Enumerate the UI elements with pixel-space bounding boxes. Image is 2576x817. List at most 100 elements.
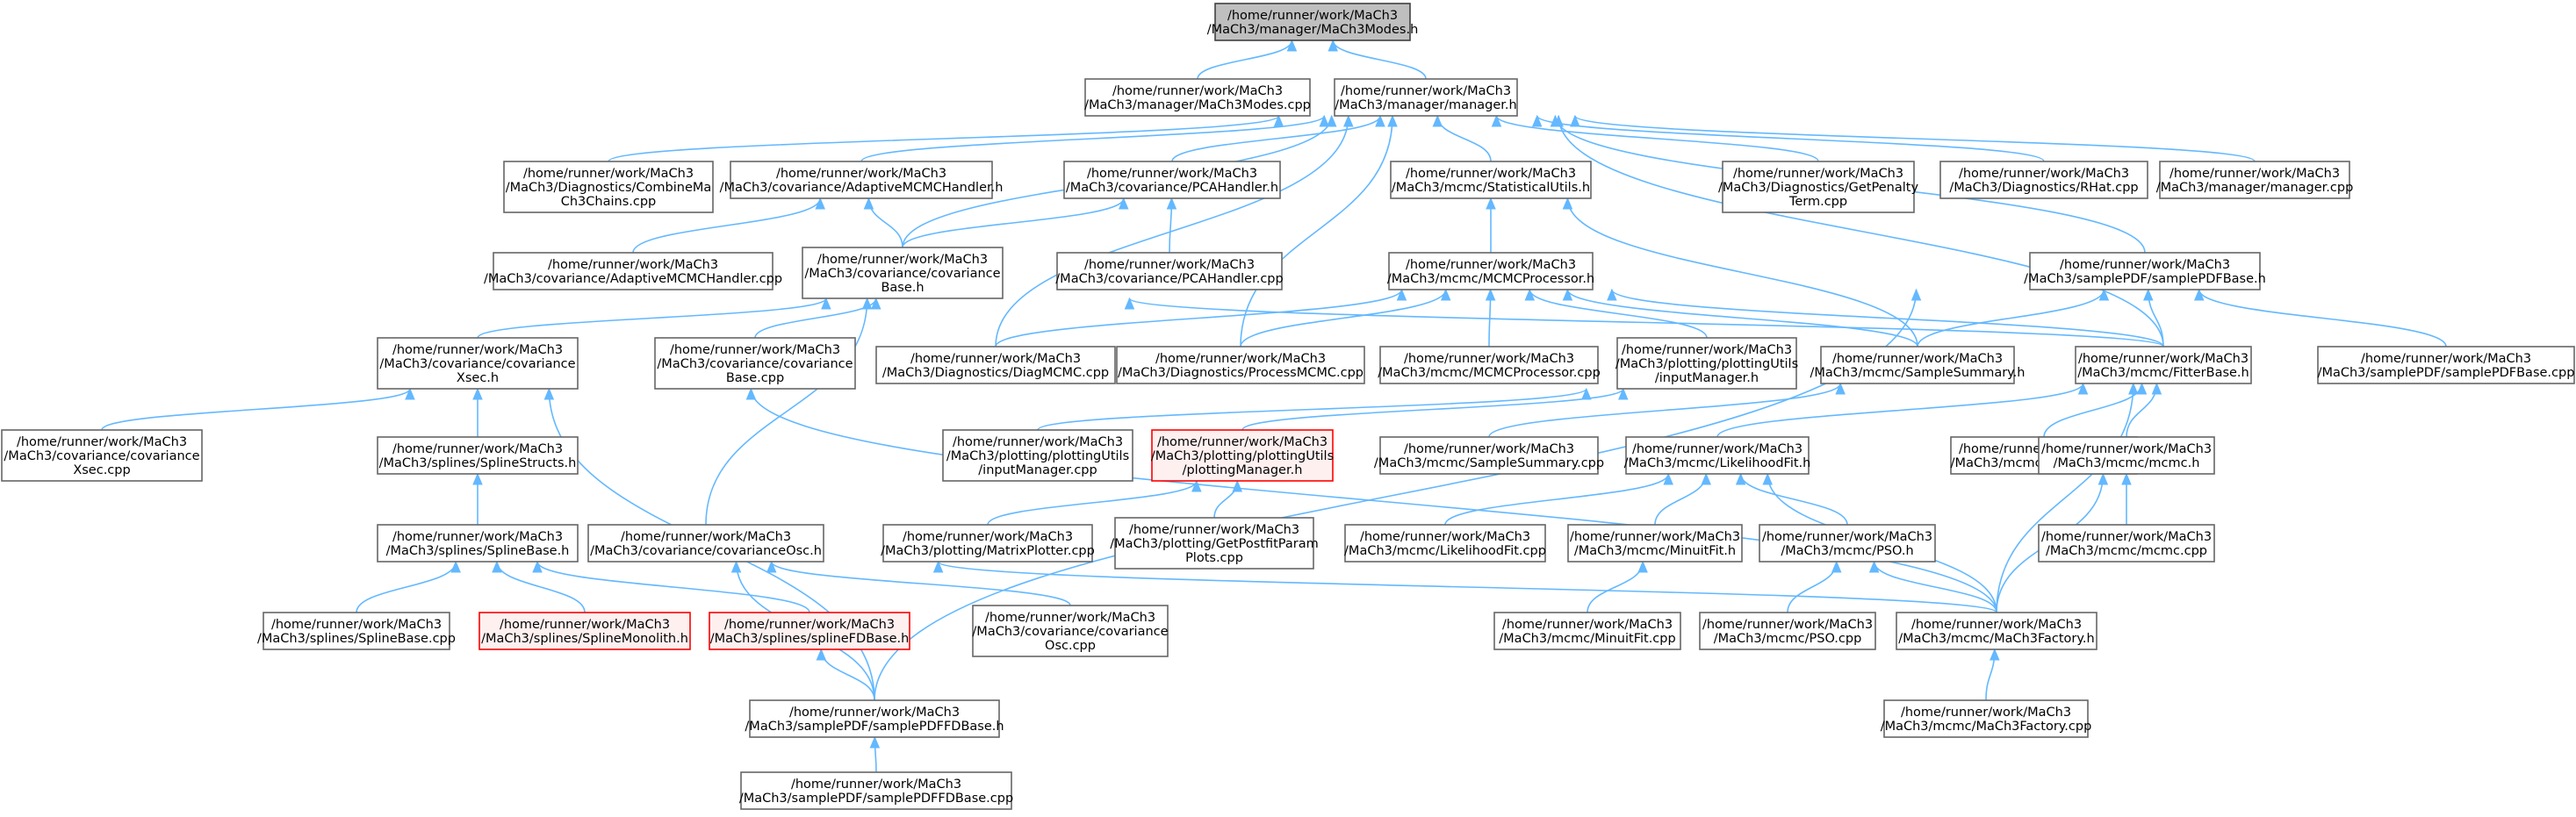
edge-line xyxy=(705,297,868,526)
graph-node-xsec-h[interactable]: /home/runner/work/MaCh3/MaCh3/covariance… xyxy=(377,337,579,390)
graph-node-samplesum-cpp[interactable]: /home/runner/work/MaCh3/MaCh3/mcmc/Sampl… xyxy=(1374,436,1604,475)
graph-node-fdbase-cpp[interactable]: /home/runner/work/MaCh3/MaCh3/samplePDF/… xyxy=(739,771,1013,810)
node-label-line: Osc.cpp xyxy=(1045,639,1096,653)
node-label-line: /home/runner/work/MaCh3 xyxy=(791,778,961,792)
graph-edge xyxy=(1735,472,1848,526)
graph-node-adaptive-h[interactable]: /home/runner/work/MaCh3/MaCh3/covariance… xyxy=(720,161,1004,199)
graph-node-xsec-cpp[interactable]: /home/runner/work/MaCh3/MaCh3/covariance… xyxy=(1,429,203,482)
graph-node-pca-h[interactable]: /home/runner/work/MaCh3/MaCh3/covariance… xyxy=(1063,161,1281,199)
graph-node-splinestruct-h[interactable]: /home/runner/work/MaCh3/MaCh3/splines/Sp… xyxy=(377,436,579,475)
node-label-line: /home/runner/work/MaCh3 xyxy=(1911,618,2082,632)
graph-node-samplepdf-h[interactable]: /home/runner/work/MaCh3/MaCh3/samplePDF/… xyxy=(2024,252,2266,290)
edge-arrowhead xyxy=(1343,114,1354,127)
node-label-line: /MaCh3/covariance/covariance xyxy=(379,357,575,371)
edge-line xyxy=(1587,561,1644,613)
node-box xyxy=(493,252,774,290)
graph-edge xyxy=(1488,382,1846,438)
edge-arrowhead xyxy=(1618,387,1629,400)
graph-edge xyxy=(1562,197,1918,348)
edge-arrowhead xyxy=(1432,114,1443,127)
edge-line xyxy=(902,197,1125,248)
edge-line xyxy=(1128,297,2164,348)
graph-node-diag-cpp[interactable]: /home/runner/work/MaCh3/MaCh3/Diagnostic… xyxy=(875,346,1116,384)
edge-line xyxy=(987,480,1198,526)
graph-node-osc-cpp[interactable]: /home/runner/work/MaCh3/MaCh3/covariance… xyxy=(972,605,1169,657)
node-box xyxy=(2038,436,2215,475)
graph-node-factory-cpp[interactable]: /home/runner/work/MaCh3/MaCh3/mcmc/MaCh3… xyxy=(1881,699,2092,738)
node-box xyxy=(1379,346,1599,384)
edge-arrowhead xyxy=(2128,382,2139,395)
graph-node-osc-h[interactable]: /home/runner/work/MaCh3/MaCh3/covariance… xyxy=(587,524,824,563)
graph-edge xyxy=(1486,197,1496,254)
graph-node-procmcmc-cpp[interactable]: /home/runner/work/MaCh3/MaCh3/Diagnostic… xyxy=(1116,346,1365,384)
node-label-line: /inputManager.cpp xyxy=(978,463,1097,477)
graph-node-inputmgr-cpp[interactable]: /home/runner/work/MaCh3/MaCh3/plotting/p… xyxy=(942,429,1133,482)
node-box xyxy=(377,436,579,475)
graph-node-samplepdf-cpp[interactable]: /home/runner/work/MaCh3/MaCh3/samplePDF/… xyxy=(2317,346,2575,384)
graph-node-stat-h[interactable]: /home/runner/work/MaCh3/MaCh3/mcmc/Stati… xyxy=(1390,161,1592,199)
graph-node-manager-cpp[interactable]: /home/runner/work/MaCh3/MaCh3/manager/ma… xyxy=(2156,161,2354,199)
graph-node-adaptive-cpp[interactable]: /home/runner/work/MaCh3/MaCh3/covariance… xyxy=(484,252,782,290)
graph-node-covbase-h[interactable]: /home/runner/work/MaCh3/MaCh3/covariance… xyxy=(802,247,1004,299)
node-label-line: /MaCh3/samplePDF/samplePDFBase.cpp xyxy=(2318,366,2575,380)
graph-node-manager-h[interactable]: /home/runner/work/MaCh3/MaCh3/manager/ma… xyxy=(1334,78,1518,117)
graph-node-minuit-cpp[interactable]: /home/runner/work/MaCh3/MaCh3/mcmc/Minui… xyxy=(1493,612,1681,650)
node-box xyxy=(1493,612,1681,650)
edge-arrowhead xyxy=(861,297,873,310)
graph-node-rhat-cpp[interactable]: /home/runner/work/MaCh3/MaCh3/Diagnostic… xyxy=(1939,161,2148,199)
edge-arrowhead xyxy=(1868,560,1880,573)
node-label-line: /MaCh3/mcmc/MinuitFit.cpp xyxy=(1499,632,1675,646)
graph-node-mcmc-cpp[interactable]: /home/runner/work/MaCh3/MaCh3/mcmc/mcmc.… xyxy=(2038,524,2215,563)
graph-node-splinebase-h[interactable]: /home/runner/work/MaCh3/MaCh3/splines/Sp… xyxy=(377,524,579,563)
edge-line xyxy=(1488,383,1841,438)
graph-node-likelihood-h[interactable]: /home/runner/work/MaCh3/MaCh3/mcmc/Likel… xyxy=(1624,436,1811,475)
graph-node-splinebase-cpp[interactable]: /home/runner/work/MaCh3/MaCh3/splines/Sp… xyxy=(257,612,456,650)
graph-edge xyxy=(995,288,1407,348)
edge-arrowhead xyxy=(871,297,881,310)
edge-line xyxy=(1241,388,1624,431)
graph-node-pso-cpp[interactable]: /home/runner/work/MaCh3/MaCh3/mcmc/PSO.c… xyxy=(1699,612,1876,650)
graph-node-splinefd-h[interactable]: /home/runner/work/MaCh3/MaCh3/splines/sp… xyxy=(709,612,910,650)
graph-edge xyxy=(2043,382,2148,438)
graph-node-inputmgr-h[interactable]: /home/runner/work/MaCh3/MaCh3/plotting/p… xyxy=(1615,337,1798,390)
node-box xyxy=(1699,612,1876,650)
graph-node-matrix-cpp[interactable]: /home/runner/work/MaCh3/MaCh3/plotting/M… xyxy=(881,524,1095,563)
graph-node-penalty-cpp[interactable]: /home/runner/work/MaCh3/MaCh3/Diagnostic… xyxy=(1718,161,1919,213)
graph-node-mcmc-h[interactable]: /home/runner/work/MaCh3/MaCh3/mcmc/mcmc.… xyxy=(2038,436,2215,475)
graph-node-combine-cpp[interactable]: /home/runner/work/MaCh3/MaCh3/Diagnostic… xyxy=(503,161,714,213)
graph-node-modes-h[interactable]: /home/runner/work/MaCh3/MaCh3/manager/Ma… xyxy=(1207,3,1419,41)
node-label-line: /MaCh3/mcmc/MCMCProcessor.h xyxy=(1387,272,1594,286)
graph-node-plotmgr-h[interactable]: /home/runner/work/MaCh3/MaCh3/plotting/p… xyxy=(1151,429,1334,482)
graph-node-fitter-h[interactable]: /home/runner/work/MaCh3/MaCh3/mcmc/Fitte… xyxy=(2075,346,2252,384)
node-label-line: /MaCh3/covariance/covariance xyxy=(4,449,199,463)
edge-arrowhead xyxy=(1328,39,1338,52)
graph-node-covbase-cpp[interactable]: /home/runner/work/MaCh3/MaCh3/covariance… xyxy=(654,337,856,390)
edge-arrowhead xyxy=(1440,288,1451,301)
graph-edge xyxy=(632,197,825,254)
graph-node-mcmcproc-h[interactable]: /home/runner/work/MaCh3/MaCh3/mcmc/MCMCP… xyxy=(1387,252,1594,290)
edge-arrowhead xyxy=(2151,382,2162,395)
node-box xyxy=(479,612,691,650)
graph-node-modes-cpp[interactable]: /home/runner/work/MaCh3/MaCh3/manager/Ma… xyxy=(1084,78,1311,117)
graph-node-minuit-h[interactable]: /home/runner/work/MaCh3/MaCh3/mcmc/Minui… xyxy=(1567,524,1743,563)
graph-node-pso-h[interactable]: /home/runner/work/MaCh3/MaCh3/mcmc/PSO.h xyxy=(1759,524,1936,563)
graph-node-factory-h[interactable]: /home/runner/work/MaCh3/MaCh3/mcmc/MaCh3… xyxy=(1896,612,2097,650)
node-label-line: /MaCh3/samplePDF/samplePDFFDBase.cpp xyxy=(739,792,1013,806)
graph-node-pca-cpp[interactable]: /home/runner/work/MaCh3/MaCh3/covariance… xyxy=(1055,252,1284,290)
graph-edge xyxy=(1787,560,1842,613)
graph-node-monolith-h[interactable]: /home/runner/work/MaCh3/MaCh3/splines/Sp… xyxy=(479,612,691,650)
graph-node-fdbase-h[interactable]: /home/runner/work/MaCh3/MaCh3/samplePDF/… xyxy=(745,699,1004,738)
graph-edge xyxy=(472,387,483,437)
graph-edge xyxy=(1996,382,2139,613)
node-label-line: /home/runner/work/MaCh3 xyxy=(1901,706,2071,720)
edge-arrowhead xyxy=(2193,288,2205,301)
graph-node-mcmcproc-cpp[interactable]: /home/runner/work/MaCh3/MaCh3/mcmc/MCMCP… xyxy=(1378,346,1601,384)
graph-node-samplesum-h[interactable]: /home/runner/work/MaCh3/MaCh3/mcmc/Sampl… xyxy=(1810,346,2026,384)
graph-node-postfit-cpp[interactable]: /home/runner/work/MaCh3/MaCh3/plotting/G… xyxy=(1110,517,1319,570)
node-label-line: /MaCh3/mcmc/PSO.cpp xyxy=(1714,632,1862,646)
graph-node-likelihood-cpp[interactable]: /home/runner/work/MaCh3/MaCh3/mcmc/Likel… xyxy=(1344,524,1546,563)
edge-arrowhead xyxy=(472,472,483,485)
graph-edge xyxy=(1985,648,2000,701)
node-box xyxy=(1056,252,1283,290)
node-box xyxy=(1567,524,1743,563)
